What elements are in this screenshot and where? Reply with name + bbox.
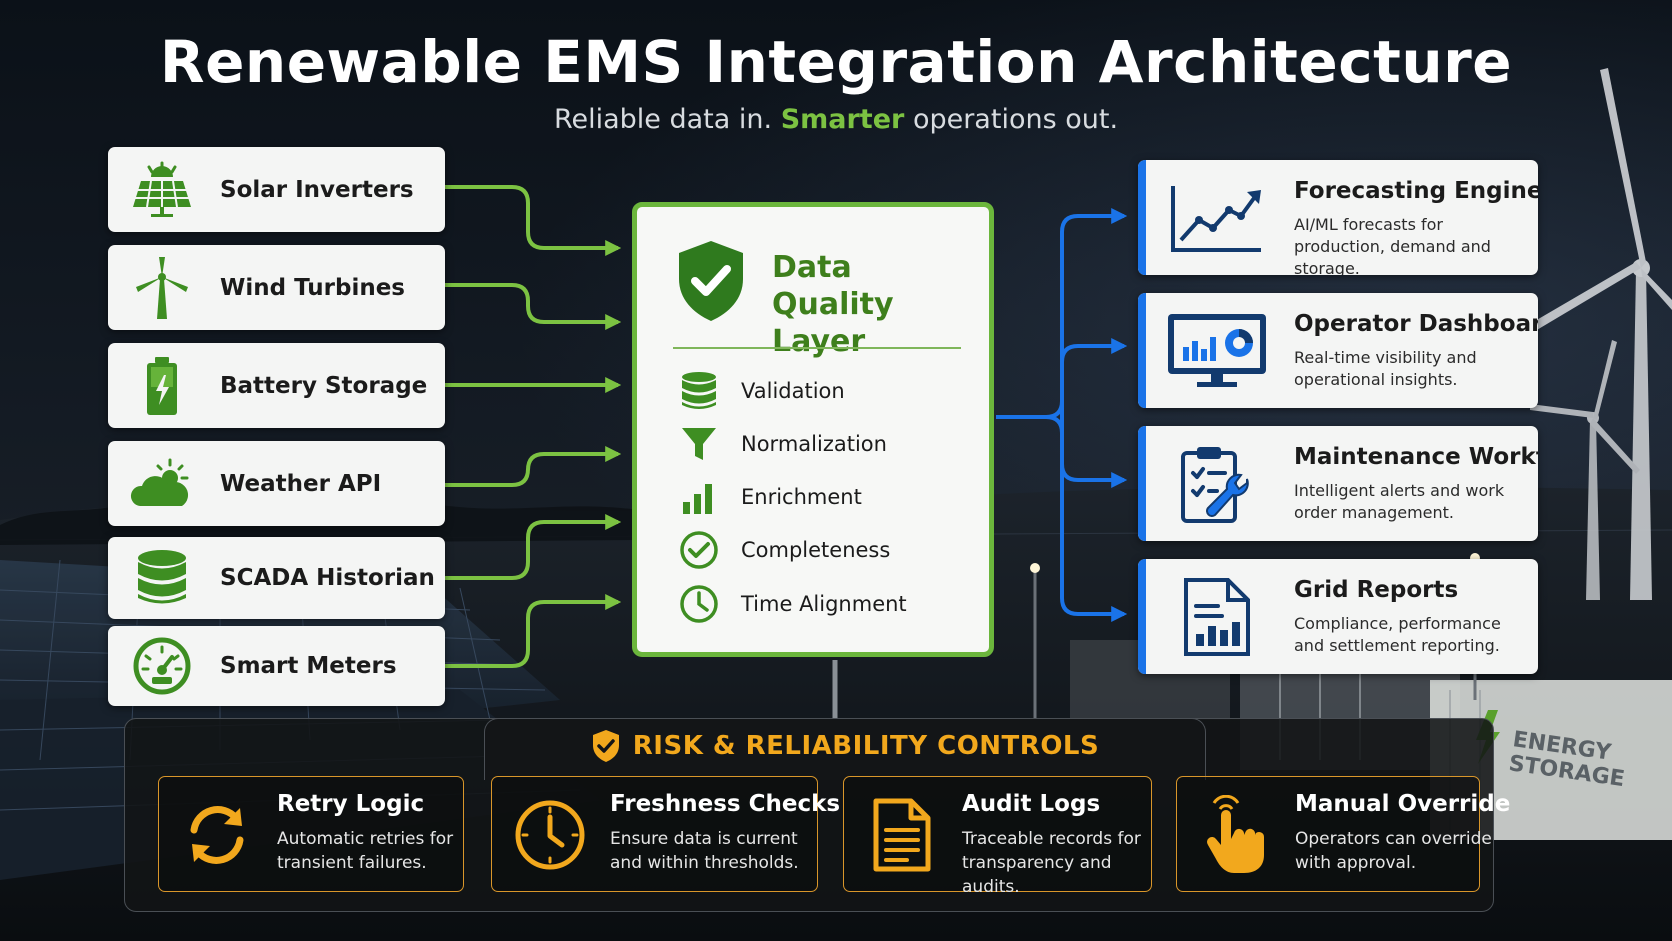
- risk-controls-title: RISK & RELIABILITY CONTROLS: [632, 731, 1100, 761]
- quality-item-label: Time Alignment: [741, 592, 907, 616]
- data-quality-title-line1: Data Quality: [772, 250, 894, 322]
- filter-icon: [677, 426, 721, 462]
- source-label: Smart Meters: [220, 653, 397, 679]
- battery-icon: [122, 356, 202, 416]
- weather-icon: [122, 454, 202, 514]
- trend-chart-icon: [1162, 178, 1272, 258]
- control-description: Operators can override with approval.: [1295, 829, 1492, 873]
- database-icon: [677, 371, 721, 411]
- retry-arrows-icon: [179, 797, 255, 873]
- control-card-audit-logs: Audit Logs Traceable records for transpa…: [843, 776, 1152, 897]
- check-circle-icon: [677, 530, 721, 570]
- output-card-maintenance-workflow: Maintenance Workflow Intelligent alerts …: [1138, 426, 1538, 541]
- output-description: Compliance, performance and settlement r…: [1294, 614, 1501, 655]
- control-description: Ensure data is current and within thresh…: [610, 829, 799, 873]
- arrow-smart-meters: [445, 594, 622, 668]
- data-quality-title-line2: Layer: [772, 324, 866, 359]
- shield-check-icon: [591, 729, 621, 763]
- control-title: Manual Override: [1295, 791, 1511, 817]
- control-card-manual-override: Manual Override Operators can override w…: [1176, 776, 1510, 892]
- page-title: Renewable EMS Integration Architecture: [159, 28, 1513, 96]
- source-card-weather-api: Weather API: [108, 441, 445, 526]
- output-card-operator-dashboard: Operator Dashboard Real-time visibility …: [1138, 293, 1538, 408]
- meter-gauge-icon: [122, 636, 202, 696]
- source-card-scada-historian: SCADA Historian: [108, 537, 445, 619]
- source-label: Wind Turbines: [220, 274, 405, 301]
- output-title: Forecasting Engine: [1294, 178, 1538, 204]
- clock-icon: [512, 797, 588, 873]
- output-card-forecasting-engine: Forecasting Engine AI/ML forecasts for p…: [1138, 160, 1538, 275]
- source-label: SCADA Historian: [220, 565, 435, 591]
- divider: [673, 347, 961, 349]
- output-description: Real-time visibility and operational ins…: [1294, 348, 1477, 389]
- shield-check-icon: [675, 239, 747, 323]
- solar-panel-icon: [122, 160, 202, 220]
- arrow-weather-api: [445, 446, 622, 487]
- source-card-smart-meters: Smart Meters: [108, 626, 445, 706]
- quality-item-label: Validation: [741, 379, 845, 403]
- subtitle-tail: operations out.: [912, 104, 1119, 135]
- subtitle-highlight: Smarter: [780, 104, 905, 135]
- source-card-wind-turbines: Wind Turbines: [108, 245, 445, 330]
- output-title: Maintenance Workflow: [1294, 444, 1538, 470]
- bar-chart-icon: [677, 480, 721, 514]
- output-title: Operator Dashboard: [1294, 311, 1538, 337]
- risk-controls-header: RISK & RELIABILITY CONTROLS: [484, 728, 1206, 764]
- page-subtitle: Reliable data in. Smarter operations out…: [0, 104, 1672, 135]
- control-title: Freshness Checks: [610, 791, 841, 817]
- control-description: Traceable records for transparency and a…: [962, 829, 1141, 897]
- output-description: AI/ML forecasts for production, demand a…: [1294, 215, 1491, 275]
- quality-item-validation: Validation: [677, 369, 845, 413]
- arrow-scada-historian: [445, 514, 622, 580]
- data-quality-panel: Data Quality Layer Validation Normalizat…: [632, 202, 994, 657]
- output-card-grid-reports: Grid Reports Compliance, performance and…: [1138, 559, 1538, 674]
- source-label: Solar Inverters: [220, 176, 414, 203]
- accent-bar: [1138, 559, 1146, 674]
- arrow-solar-inverters: [445, 185, 622, 256]
- report-document-icon: [1162, 577, 1272, 657]
- arrow-grid-reports: [1060, 417, 1128, 622]
- wind-turbine-icon: [122, 256, 202, 319]
- quality-item-enrichment: Enrichment: [677, 475, 862, 519]
- quality-item-completeness: Completeness: [677, 528, 890, 572]
- subtitle-lead: Reliable data in.: [553, 104, 773, 135]
- source-card-solar-inverters: Solar Inverters: [108, 147, 445, 232]
- wind-turbine-illustration: [1516, 68, 1672, 600]
- monitor-dashboard-icon: [1162, 311, 1272, 391]
- hand-pointer-icon: [1197, 795, 1273, 873]
- accent-bar: [1138, 293, 1146, 408]
- arrow-wind-turbines: [445, 283, 622, 330]
- source-label: Weather API: [220, 470, 382, 497]
- output-description: Intelligent alerts and work order manage…: [1294, 481, 1505, 522]
- data-quality-title: Data Quality Layer: [772, 249, 982, 360]
- source-label: Battery Storage: [220, 372, 428, 399]
- database-icon: [122, 548, 202, 608]
- quality-item-label: Completeness: [741, 538, 891, 562]
- document-icon: [864, 797, 940, 873]
- arrow-operator-dashboard: [1060, 338, 1128, 417]
- clock-icon: [677, 584, 721, 624]
- arrow-maintenance-workflow: [1060, 417, 1128, 488]
- control-card-freshness-checks: Freshness Checks Ensure data is current …: [491, 776, 840, 892]
- quality-item-normalization: Normalization: [677, 422, 887, 466]
- accent-bar: [1138, 426, 1146, 541]
- accent-bar: [1138, 160, 1146, 275]
- control-title: Audit Logs: [962, 791, 1101, 817]
- quality-item-label: Normalization: [741, 432, 887, 456]
- source-card-battery-storage: Battery Storage: [108, 343, 445, 428]
- control-card-retry-logic: Retry Logic Automatic retries for transi…: [158, 776, 464, 892]
- control-title: Retry Logic: [277, 791, 425, 817]
- output-title: Grid Reports: [1294, 577, 1459, 603]
- arrow-forecasting-engine: [1060, 208, 1128, 417]
- control-description: Automatic retries for transient failures…: [277, 829, 454, 873]
- clipboard-wrench-icon: [1162, 444, 1272, 524]
- quality-item-time-alignment: Time Alignment: [677, 582, 907, 626]
- quality-item-label: Enrichment: [741, 485, 862, 509]
